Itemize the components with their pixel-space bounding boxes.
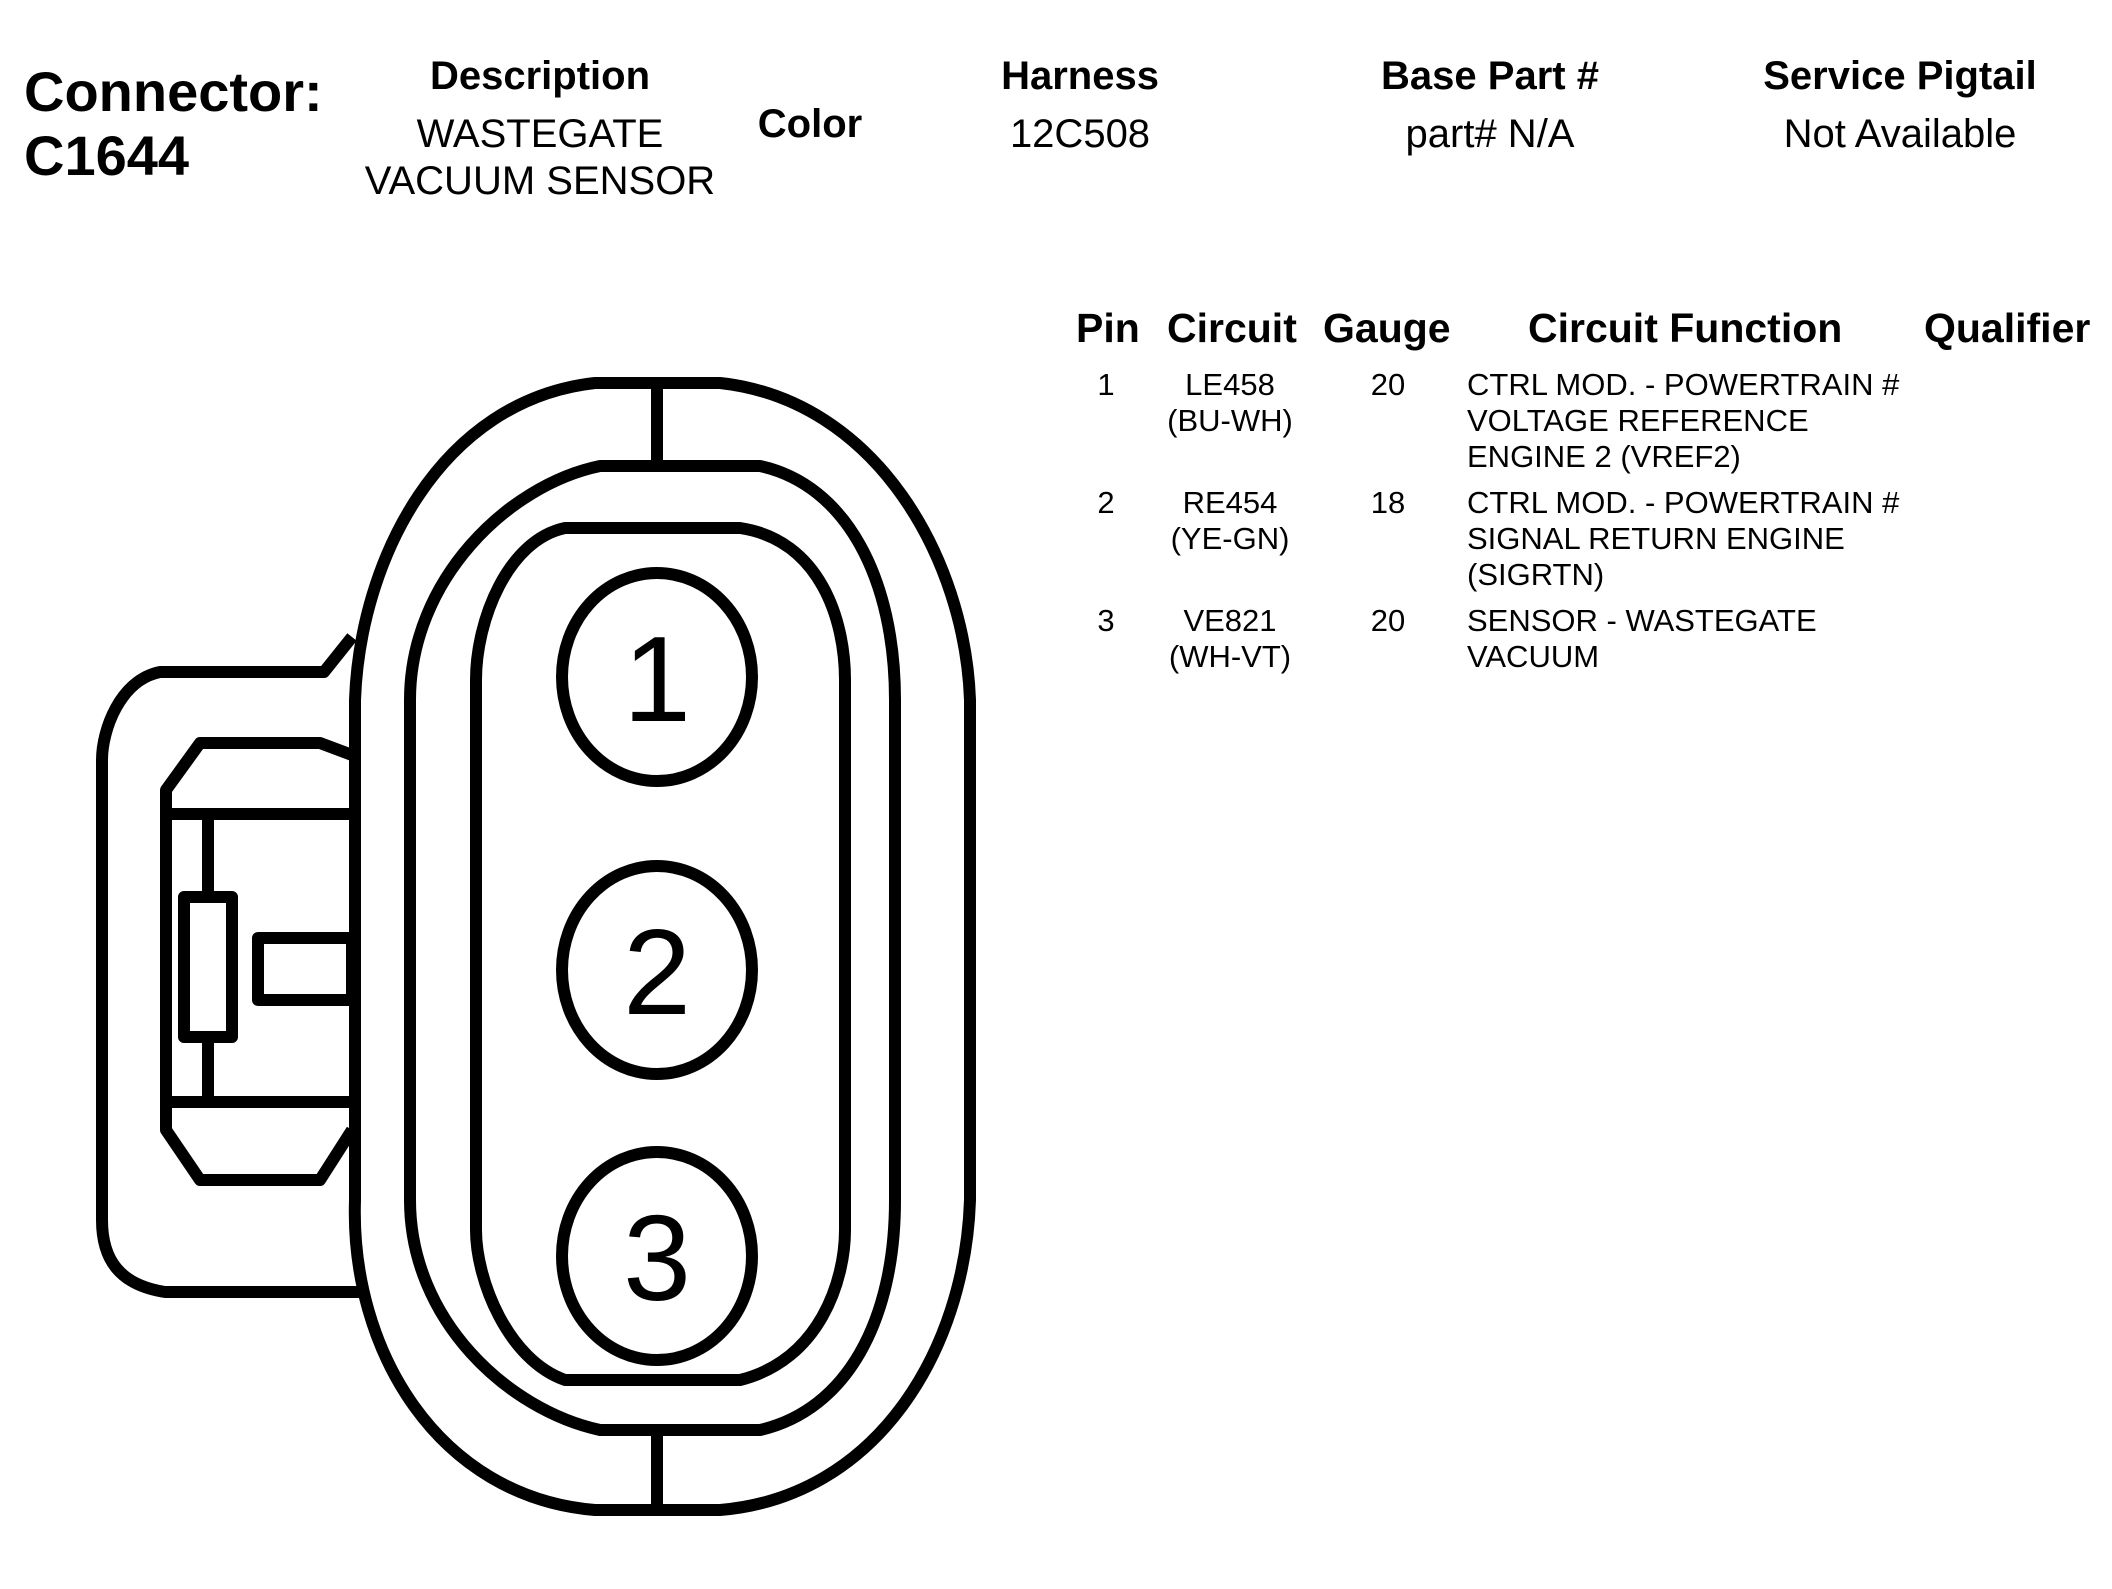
table-row-2-circuit-color: (YE-GN) [1170,521,1290,556]
col-header-circuit-function: Circuit Function [1528,305,1843,351]
table-row-2-function-line-2: SIGNAL RETURN ENGINE [1467,521,1845,556]
description-line-1: WASTEGATE [416,112,664,156]
col-header-circuit: Circuit [1167,305,1297,351]
description-header: Description [429,54,651,98]
table-row-1-function-line-2: VOLTAGE REFERENCE [1467,403,1809,438]
description-line-2: VACUUM SENSOR [364,159,716,203]
service-pigtail-value: Not Available [1783,112,2017,156]
latch-slot-left [178,891,238,1043]
pin-3-circle [556,1146,758,1366]
connector-id: C1644 [24,124,190,187]
connector-label: Connector: [24,60,323,123]
housing-middle-wall [404,460,901,1436]
col-header-gauge: Gauge [1323,305,1451,351]
connector-face-diagram: 1 2 3 [96,377,976,1516]
connector-title: Connector: C1644 [24,60,323,188]
table-row-3-function: SENSOR - WASTEGATE VACUUM [1467,603,1927,675]
table-row-1-circuit: LE458 (BU-WH) [1150,367,1310,439]
table-row-1-function: CTRL MOD. - POWERTRAIN # VOLTAGE REFEREN… [1467,367,1927,475]
table-row-3-circuit-id: VE821 [1183,603,1277,638]
col-header-qualifier: Qualifier [1924,305,2091,351]
pin-1-circle [556,567,758,787]
table-row-1-circuit-id: LE458 [1185,367,1275,402]
latch-inner-bracket [160,737,358,1186]
table-row-2-circuit-id: RE454 [1182,485,1278,520]
table-row-2-pin: 2 [1097,485,1115,520]
table-row-1-gauge: 20 [1370,367,1406,402]
color-header: Color [757,102,863,146]
table-row-2-function-line-1: CTRL MOD. - POWERTRAIN # [1467,485,1900,520]
col-header-pin: Pin [1076,305,1140,351]
table-row-2-gauge: 18 [1370,485,1406,520]
latch-outer-outline [96,633,360,1298]
table-row-2-function-line-3: (SIGRTN) [1467,557,1605,592]
table-row-3-function-line-1: SENSOR - WASTEGATE [1467,603,1817,638]
housing-inner-cavity [470,522,851,1386]
table-row-3-function-line-2: VACUUM [1467,639,1600,674]
harness-value: 12C508 [1009,112,1151,156]
table-row-2-function: CTRL MOD. - POWERTRAIN # SIGNAL RETURN E… [1467,485,1927,593]
pin-2-circle [556,860,758,1080]
table-row-3-gauge: 20 [1370,603,1406,638]
table-row-3-pin: 3 [1097,603,1115,638]
table-row-2-circuit: RE454 (YE-GN) [1150,485,1310,557]
pin-1-label: 1 [623,611,691,747]
table-row-1-circuit-color: (BU-WH) [1167,403,1293,438]
pin-3-label: 3 [623,1190,691,1326]
table-row-1-pin: 1 [1097,367,1115,402]
base-part-value: part# N/A [1405,112,1575,156]
latch-tab [252,932,358,1006]
pin-2-label: 2 [623,904,691,1040]
table-row-3-circuit: VE821 (WH-VT) [1150,603,1310,675]
harness-header: Harness [1001,54,1159,98]
base-part-header: Base Part # [1381,54,1599,98]
description-value: WASTEGATE VACUUM SENSOR [335,111,745,205]
table-row-1-function-line-3: ENGINE 2 (VREF2) [1467,439,1741,474]
table-row-1-function-line-1: CTRL MOD. - POWERTRAIN # [1467,367,1900,402]
table-row-3-circuit-color: (WH-VT) [1168,639,1292,674]
service-pigtail-header: Service Pigtail [1763,54,2037,98]
